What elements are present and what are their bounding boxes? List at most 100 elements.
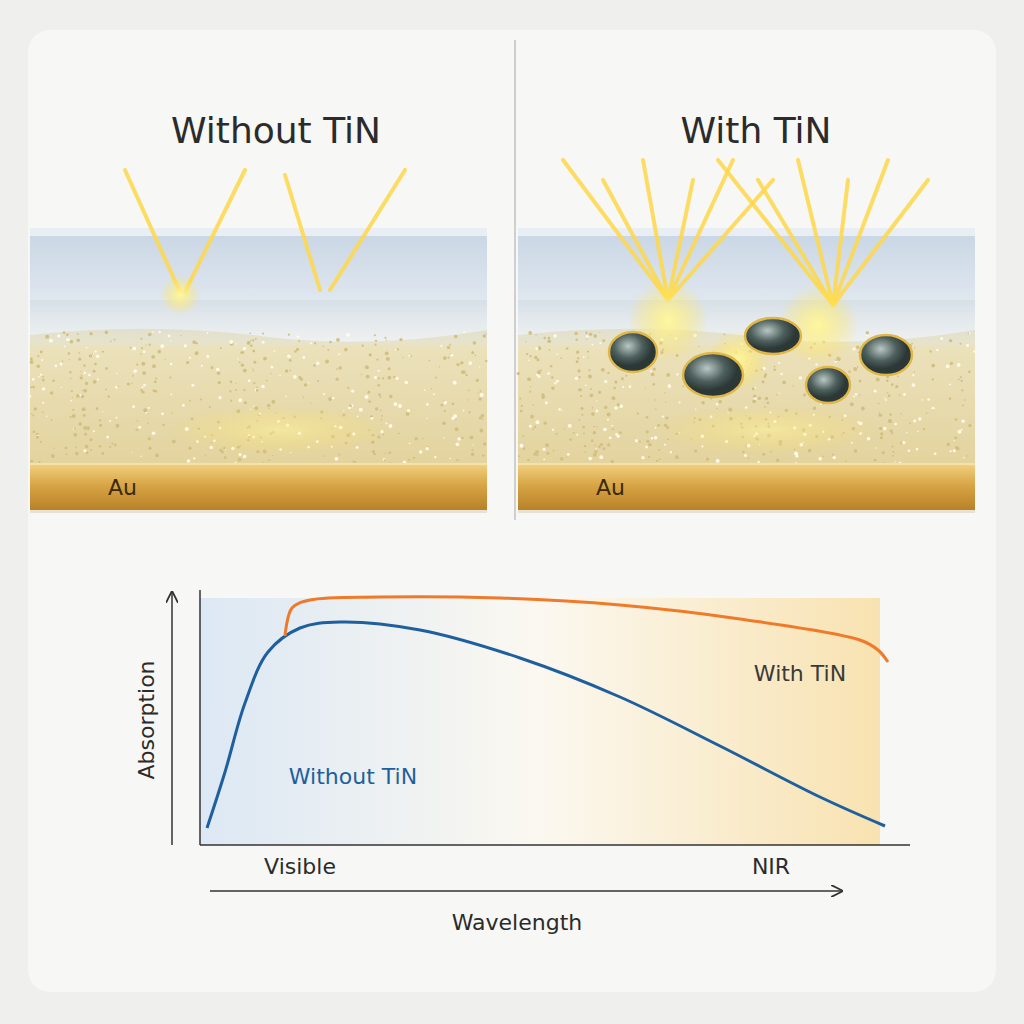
grain (32, 378, 35, 381)
grain (584, 445, 587, 448)
grain (250, 332, 252, 334)
grain (378, 370, 380, 372)
grain (443, 356, 447, 360)
grain (66, 333, 69, 336)
grain (386, 339, 387, 340)
grain (581, 407, 584, 410)
grain (875, 447, 876, 448)
grain (651, 373, 654, 376)
grain (960, 376, 962, 378)
grain (387, 376, 391, 380)
grain (332, 397, 335, 400)
grain (765, 397, 768, 400)
grain (424, 390, 425, 391)
grain (170, 393, 172, 395)
grain (471, 351, 474, 354)
layer-label: Au (108, 475, 137, 500)
grain (127, 382, 130, 385)
grain (85, 445, 89, 449)
grain (465, 374, 467, 376)
grain (220, 347, 222, 349)
grain (102, 351, 104, 353)
grain (853, 367, 857, 371)
grain (110, 340, 112, 342)
grain (973, 350, 976, 353)
tin-nanoparticle (609, 332, 657, 372)
grain (323, 345, 325, 347)
grain (593, 426, 595, 428)
grain (670, 451, 672, 453)
grain (426, 403, 429, 406)
grain (398, 404, 402, 408)
grain (109, 420, 111, 422)
grain (758, 396, 761, 399)
grain (193, 457, 195, 459)
grain (375, 407, 378, 410)
grain (456, 442, 460, 446)
grain (932, 409, 933, 410)
grain (148, 333, 152, 337)
grain (918, 417, 921, 420)
grain (879, 412, 880, 413)
grain (171, 413, 172, 414)
grain (614, 406, 617, 409)
glow (160, 275, 200, 315)
grain (657, 425, 659, 427)
grain (102, 411, 103, 412)
grain (451, 417, 454, 420)
grain (483, 334, 486, 337)
grain (528, 331, 532, 335)
grain (402, 357, 403, 358)
grain (94, 363, 97, 366)
grain (366, 375, 370, 379)
grain (621, 377, 624, 380)
axis-tick-label: Visible (264, 854, 336, 879)
grain (344, 348, 348, 352)
grain (268, 459, 270, 461)
grain (388, 451, 391, 454)
grain (529, 355, 531, 357)
grain (132, 405, 135, 408)
grain (452, 402, 455, 405)
grain (216, 368, 219, 371)
grain (338, 454, 340, 456)
gold-layer: Au (30, 463, 487, 510)
grain (598, 391, 601, 394)
grain (579, 388, 582, 391)
grain (823, 456, 825, 458)
grain (30, 357, 33, 360)
grain (49, 339, 53, 343)
grain (37, 364, 41, 368)
grain (762, 380, 765, 383)
grain (859, 394, 861, 396)
grain (949, 398, 951, 400)
grain (314, 342, 316, 344)
grain (90, 438, 93, 441)
grain (250, 344, 253, 347)
grain (900, 413, 901, 414)
grain (658, 449, 660, 451)
grain (588, 357, 589, 358)
grain (752, 399, 756, 403)
grain (967, 455, 969, 457)
grain (40, 374, 42, 376)
grain (70, 340, 74, 344)
grain (186, 361, 189, 364)
grain (272, 455, 273, 456)
grain (72, 409, 74, 411)
grain (310, 403, 311, 404)
grain (968, 333, 970, 335)
grain (447, 346, 450, 349)
grain (130, 347, 132, 349)
grain (439, 366, 440, 367)
grain (78, 422, 81, 425)
grain (111, 442, 113, 444)
grain (65, 453, 67, 455)
grain (74, 428, 76, 430)
grain (694, 449, 697, 452)
grain (83, 414, 86, 417)
grain (591, 412, 595, 416)
grain (36, 433, 38, 435)
grain (893, 451, 895, 453)
grain (336, 368, 338, 370)
